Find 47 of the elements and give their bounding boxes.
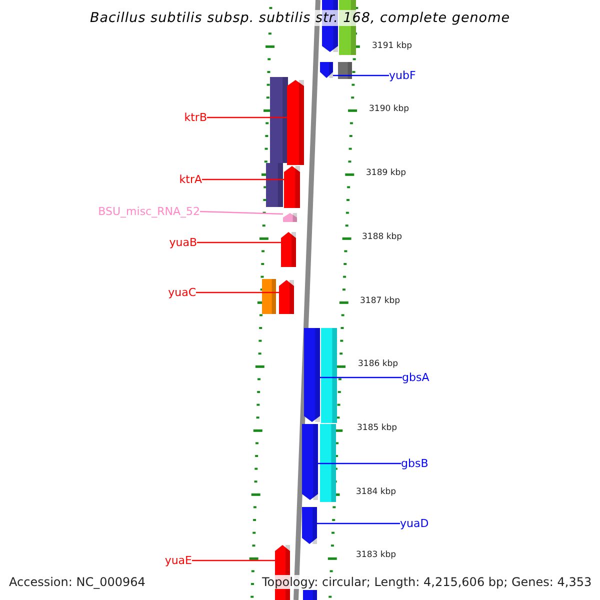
scale-label: 3183 kbp (356, 550, 396, 560)
gene-feature-bar (302, 424, 318, 500)
leader-line (207, 116, 287, 118)
gene-label: yuaE (164, 554, 192, 567)
scale-label: 3186 kbp (358, 359, 398, 369)
gene-feature-bar (321, 328, 337, 423)
gene-label: yuaC (168, 286, 196, 299)
leader-line (320, 376, 402, 378)
scale-label: 3189 kbp (366, 168, 406, 178)
gene-feature-bar (302, 507, 317, 544)
leader-line (197, 242, 281, 244)
leader-line (202, 178, 284, 180)
gene-label: BSU_misc_RNA_52 (98, 205, 200, 218)
accession-text: Accession: NC_000964 (9, 575, 146, 589)
gene-label: gbsB (401, 457, 428, 470)
gene-label: yubF (389, 69, 416, 82)
gene-label: gbsA (402, 371, 430, 384)
gene-label: yuaD (400, 517, 429, 530)
gene-feature-bar (338, 62, 352, 79)
leader-line (317, 522, 400, 524)
genome-summary-text: Topology: circular; Length: 4,215,606 bp; Genes: 4,353 (262, 575, 592, 589)
diagram-title: Bacillus subtilis subsp. subtilis str. 168, complete genome (90, 10, 510, 26)
gene-feature-bar (281, 232, 296, 267)
leader-line (318, 462, 401, 464)
gene-feature-bar (320, 424, 336, 502)
gene-feature-bar (266, 163, 283, 207)
gene-feature-bar (320, 62, 333, 78)
scale-label: 3190 kbp (369, 104, 410, 114)
gene-feature-bar (270, 77, 288, 163)
gene-feature-bar (284, 166, 300, 208)
leader-line (333, 74, 389, 76)
gene-feature-bar (304, 328, 320, 422)
scale-label: 3187 kbp (360, 296, 400, 306)
leader-line (192, 560, 275, 562)
scale-label: 3188 kbp (362, 232, 402, 242)
leader-line (196, 292, 279, 294)
scale-label: 3191 kbp (372, 41, 412, 51)
gene-feature-bar (262, 279, 276, 314)
gene-label: ktrB (184, 111, 207, 124)
scale-label: 3185 kbp (357, 423, 398, 433)
gene-feature-bar (303, 590, 317, 600)
gene-feature-bar (283, 213, 297, 222)
gene-label: yuaB (169, 236, 197, 249)
leader-line (200, 210, 284, 215)
scale-label: 3184 kbp (356, 487, 396, 497)
gene-feature-bar (279, 280, 294, 314)
gene-label: ktrA (179, 173, 202, 186)
